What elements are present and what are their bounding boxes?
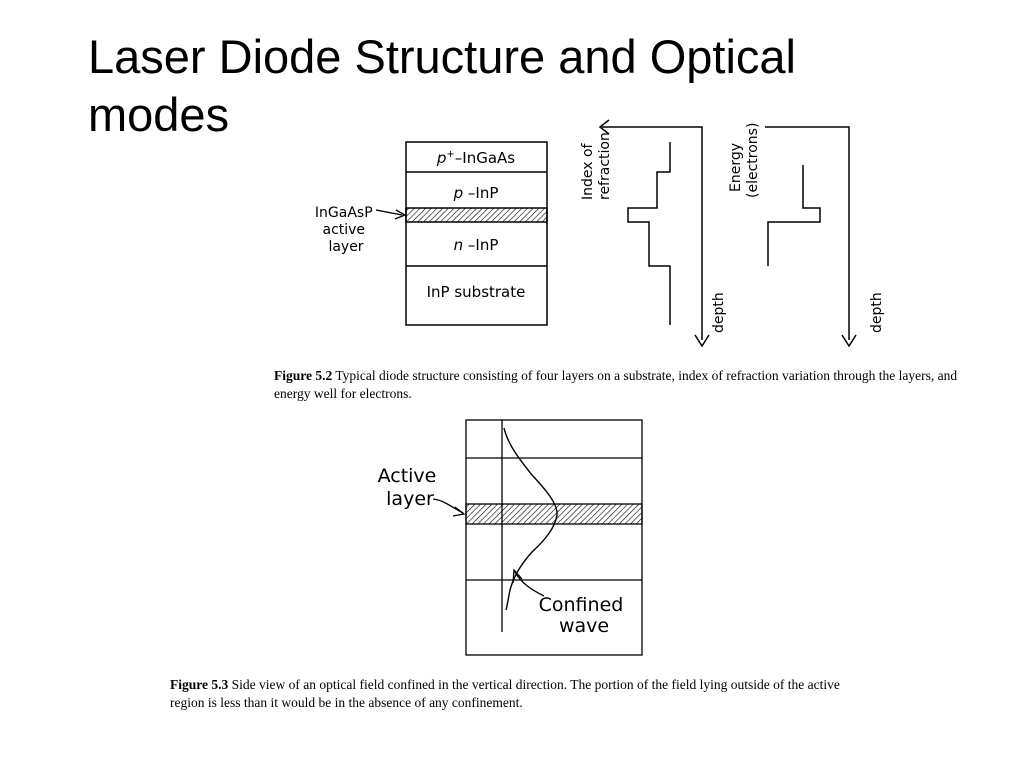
energy-axis-label: Energy (electrons) [728,123,761,198]
active-layer-label-53: Active layer [378,465,443,510]
layer-stack [405,141,548,326]
layer-substrate-label: InP substrate [427,283,526,301]
depth-arrow-icon [694,334,710,348]
depth-label-index: depth [711,292,727,333]
depth-arrow-icon [841,334,857,348]
slide-title-line-1: Laser Diode Structure and Optical [88,30,796,83]
confined-wave-label: Confined wave [539,594,630,637]
pointer-arrowhead-icon [452,506,466,517]
index-axis-label: Index of refraction [580,132,613,200]
depth-label-energy: depth [869,292,885,333]
energy-axis [765,126,850,340]
figure-5-2-caption: Figure 5.2 Typical diode structure consi… [274,367,964,403]
figure-5-2-caption-text: Typical diode structure consisting of fo… [274,368,958,401]
layer-n-inp-label: n –InP [454,236,499,254]
pointer-arrowhead-icon [394,209,407,220]
figure-5-3-caption: Figure 5.3 Side view of an optical field… [170,676,870,712]
layer-stack-outline [405,141,548,326]
index-profile-curve [627,142,671,325]
figure-5-3: Active layer Confined wave [378,419,643,656]
figure-5-2: p+–InGaAs p –InP n –InP InP substrate In… [315,119,885,348]
confined-wave-curve [503,427,558,611]
energy-well-curve [767,165,821,266]
active-layer-pointer [375,209,403,216]
figure-5-3-caption-label: Figure 5.3 [170,677,229,692]
layer-cap-label: p+–InGaAs [436,149,515,167]
slide-title: Laser Diode Structure and Optical modes [88,28,908,144]
figure-5-2-caption-label: Figure 5.2 [274,368,333,383]
waveguide-outline [465,419,643,656]
pointer-arrowhead-icon [512,568,523,584]
slide-title-line-2: modes [88,88,230,141]
index-axis-arrow-icon [598,119,610,135]
figure-5-3-caption-text: Side view of an optical field confined i… [170,677,840,710]
active-layer-hatch [405,207,548,223]
active-layer-label: InGaAsP active layer [315,205,377,255]
active-layer-hatch [465,503,643,525]
confined-wave-pointer [514,571,545,597]
layer-p-inp-label: p –InP [453,184,499,202]
index-of-refraction-plot [598,119,710,348]
index-axis [602,126,703,340]
energy-plot [765,126,857,348]
active-layer-pointer-53 [432,498,464,514]
